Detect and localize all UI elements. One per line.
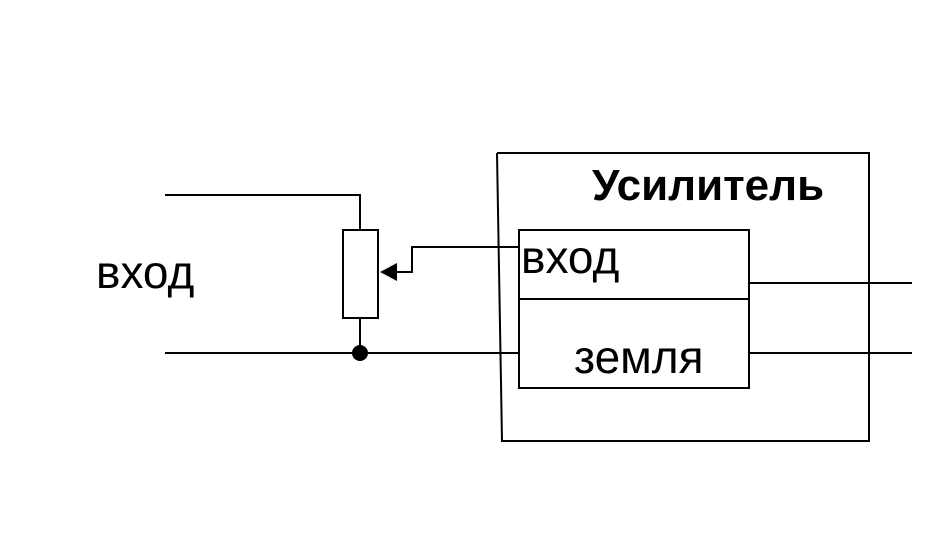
wiper-arrowhead: [380, 263, 397, 281]
potentiometer-body: [342, 229, 379, 319]
amplifier-box: [496, 152, 870, 442]
port-input-label: вход: [521, 231, 619, 283]
ground-junction-dot: [352, 345, 368, 361]
port-ground-label: земля: [574, 331, 704, 383]
amplifier-port-block: [518, 229, 750, 389]
amplifier-title: Усилитель: [592, 161, 824, 210]
potentiometer-wiper-wire: [392, 246, 518, 273]
input-label: вход: [96, 246, 194, 298]
input-signal-wire: [165, 194, 361, 230]
